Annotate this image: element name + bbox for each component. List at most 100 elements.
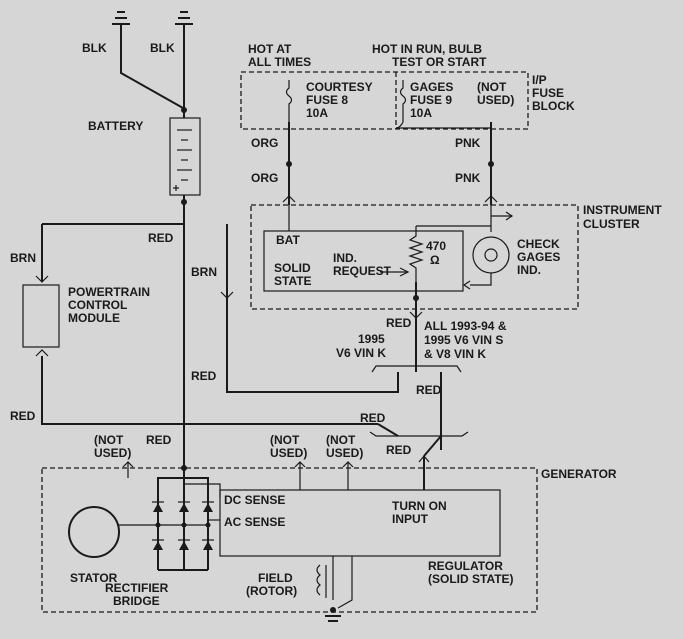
- fuse-9-line1: GAGES: [410, 80, 453, 94]
- pnk-cluster-connector: [484, 195, 498, 203]
- field-ground-symbol: [325, 615, 341, 622]
- rectifier-label-1: RECTIFIER: [105, 581, 169, 595]
- solid-state-module: [263, 230, 464, 292]
- cluster-output-dot: [413, 295, 419, 301]
- cluster-title-1: INSTRUMENT: [583, 203, 662, 217]
- generator-bracket: [369, 431, 469, 437]
- variant-left-2: V6 VIN K: [336, 346, 386, 360]
- fuse-block-not-used-2: USED): [477, 93, 514, 107]
- fuse-block-label-2: FUSE: [532, 86, 564, 100]
- cluster-bat-label: BAT: [276, 233, 300, 247]
- rectifier-label-2: BRIDGE: [113, 594, 160, 608]
- gen-not-used-c1: (NOT: [326, 433, 356, 447]
- red-split-a-label: RED: [360, 411, 386, 425]
- gen-not-used-a2: USED): [94, 446, 131, 460]
- red-split-b-label: RED: [386, 443, 412, 457]
- rectifier-diodes: [152, 501, 214, 550]
- check-gages-filament: [484, 248, 498, 262]
- gen-not-used-c2: USED): [326, 446, 363, 460]
- battery-label: BATTERY: [88, 119, 143, 133]
- pnk-label-top: PNK: [455, 136, 481, 150]
- red-battery-label: RED: [148, 231, 174, 245]
- gen-not-used-a1: (NOT: [94, 433, 124, 447]
- fuse-8-symbol: [285, 80, 293, 122]
- ind-request-2: REQUEST: [333, 264, 392, 278]
- variant-left-1: 1995: [358, 332, 385, 346]
- turn-on-connector: [418, 455, 430, 463]
- bulb-return: [470, 273, 492, 286]
- resistor-unit: Ω: [430, 253, 440, 267]
- regulator-module: [219, 489, 501, 557]
- pcm-bottom-connector: [35, 349, 49, 357]
- fuse-9-symbol: [399, 80, 407, 122]
- ground-symbol-right: [175, 11, 193, 25]
- blk-wire-left: [120, 24, 184, 109]
- gen-not-used-c-terminal: [342, 461, 354, 490]
- blk-label-right: BLK: [150, 41, 175, 55]
- variant-right-3: & V8 VIN K: [424, 347, 486, 361]
- v6-vin-k-wire: [226, 298, 399, 393]
- fuse-9-line3: 10A: [410, 106, 432, 120]
- generator-label: GENERATOR: [541, 467, 617, 481]
- gen-not-used-a-terminal: [122, 461, 134, 478]
- check-gages-1: CHECK: [517, 237, 560, 251]
- rectifier-bridge-frame: [157, 468, 209, 571]
- fuse-block-label-1: I/P: [532, 73, 547, 87]
- regulator-2: (SOLID STATE): [428, 572, 514, 586]
- fuse-8-line2: FUSE 8: [306, 93, 348, 107]
- solid-state-1: SOLID: [274, 261, 311, 275]
- org-connector-dot: [286, 161, 292, 167]
- pnk-connector-dot: [488, 161, 494, 167]
- battery-symbol: [169, 117, 201, 196]
- ind-request-1: IND.: [333, 251, 357, 265]
- check-gages-2: GAGES: [517, 250, 560, 264]
- dc-sense-label: DC SENSE: [224, 493, 285, 507]
- red-split-a-wire: [377, 423, 399, 437]
- ac-sense-label: AC SENSE: [224, 515, 285, 529]
- check-gages-bulb: [472, 236, 510, 274]
- pcm-red-wire: [41, 356, 378, 425]
- field-leads: [332, 556, 353, 609]
- red-left-mid-label: RED: [191, 369, 217, 383]
- red-cluster-label: RED: [386, 316, 412, 330]
- turn-on-2: INPUT: [392, 512, 429, 526]
- cluster-bus-arrow: [505, 211, 514, 221]
- red-split-b-wire: [423, 435, 442, 457]
- cluster-output-connector: [409, 311, 423, 319]
- gen-not-used-b-terminal: [294, 461, 306, 490]
- gen-not-used-b1: (NOT: [270, 433, 300, 447]
- fuse-9-line2: FUSE 9: [410, 93, 452, 107]
- hot-in-run-2: TEST OR START: [392, 55, 487, 69]
- resistor-value: 470: [426, 239, 446, 253]
- brn-left-label: BRN: [10, 251, 36, 265]
- pnk-label-bottom: PNK: [455, 171, 481, 185]
- resistor-470: [408, 226, 424, 282]
- blk-label-left: BLK: [82, 41, 107, 55]
- hot-in-run-1: HOT IN RUN, BULB: [372, 42, 482, 56]
- pcm-line1: POWERTRAIN: [68, 285, 150, 299]
- pcm-line3: MODULE: [68, 311, 120, 325]
- cluster-title-2: CLUSTER: [583, 217, 640, 231]
- brn-right-connector: [220, 291, 234, 299]
- dc-sense-lead: [184, 483, 221, 498]
- field-label-1: FIELD: [258, 571, 293, 585]
- variant-right-1: ALL 1993-94 &: [424, 319, 507, 333]
- fuse-8-line3: 10A: [306, 106, 328, 120]
- org-label-bottom: ORG: [251, 171, 278, 185]
- field-coil: [316, 564, 321, 596]
- solid-state-2: STATE: [274, 274, 312, 288]
- brn-right-label: BRN: [191, 265, 217, 279]
- pcm-top-connector: [35, 275, 49, 283]
- red-right-label: RED: [416, 383, 442, 397]
- turn-on-1: TURN ON: [392, 499, 447, 513]
- fuse-block-outline: [240, 71, 529, 130]
- field-label-2: (ROTOR): [246, 584, 297, 598]
- instrument-cluster-outline: [250, 204, 579, 310]
- fuse-block-not-used-1: (NOT: [477, 80, 507, 94]
- hot-all-times-2: ALL TIMES: [248, 55, 311, 69]
- fuse-9-lead: [395, 121, 404, 129]
- org-cluster-connector: [282, 195, 296, 203]
- fuse-8-line1: COURTESY: [306, 80, 373, 94]
- bulb-return-arrow: [462, 280, 471, 290]
